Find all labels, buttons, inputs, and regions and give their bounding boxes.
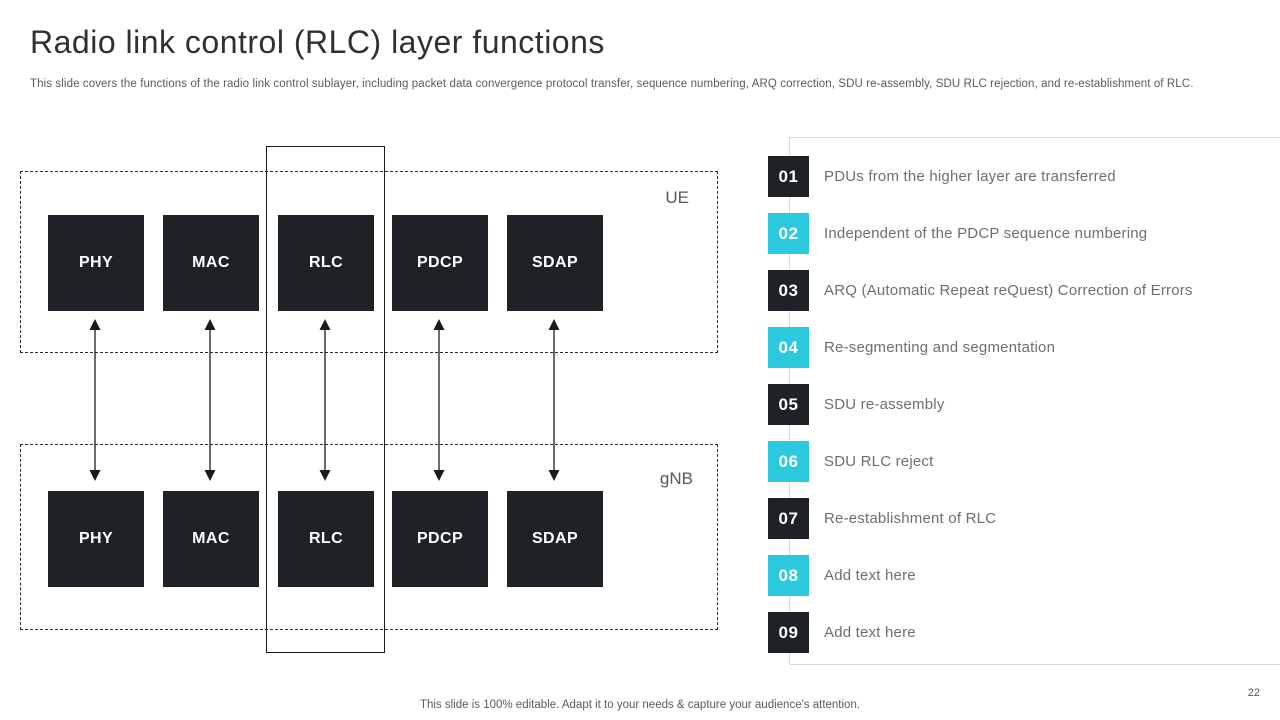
item-text: Add text here bbox=[824, 567, 916, 584]
gnb-group-box: gNB PHY MAC RLC PDCP SDAP bbox=[20, 444, 718, 630]
list-item: 04 Re-segmenting and segmentation bbox=[768, 327, 1193, 368]
ue-layer-mac: MAC bbox=[163, 215, 259, 311]
list-item: 02 Independent of the PDCP sequence numb… bbox=[768, 213, 1193, 254]
function-list: 01 PDUs from the higher layer are transf… bbox=[768, 156, 1193, 653]
item-number-badge: 03 bbox=[768, 270, 809, 311]
gnb-layer-mac: MAC bbox=[163, 491, 259, 587]
ue-group-box: UE PHY MAC RLC PDCP SDAP bbox=[20, 171, 718, 353]
item-number-badge: 04 bbox=[768, 327, 809, 368]
list-item: 05 SDU re-assembly bbox=[768, 384, 1193, 425]
item-number-badge: 02 bbox=[768, 213, 809, 254]
item-number-badge: 08 bbox=[768, 555, 809, 596]
list-item: 08 Add text here bbox=[768, 555, 1193, 596]
gnb-layer-phy: PHY bbox=[48, 491, 144, 587]
item-number-badge: 06 bbox=[768, 441, 809, 482]
item-number-badge: 07 bbox=[768, 498, 809, 539]
list-item: 09 Add text here bbox=[768, 612, 1193, 653]
item-text: SDU re-assembly bbox=[824, 396, 945, 413]
list-item: 07 Re-establishment of RLC bbox=[768, 498, 1193, 539]
item-number-badge: 05 bbox=[768, 384, 809, 425]
page-number: 22 bbox=[1247, 687, 1260, 699]
ue-layer-phy: PHY bbox=[48, 215, 144, 311]
item-text: ARQ (Automatic Repeat reQuest) Correctio… bbox=[824, 282, 1193, 299]
footer-note: This slide is 100% editable. Adapt it to… bbox=[419, 699, 861, 711]
list-item: 03 ARQ (Automatic Repeat reQuest) Correc… bbox=[768, 270, 1193, 311]
list-connector-bottom-line bbox=[789, 664, 1280, 665]
item-text: Add text here bbox=[824, 624, 916, 641]
item-text: SDU RLC reject bbox=[824, 453, 934, 470]
gnb-label: gNB bbox=[659, 469, 693, 488]
item-text: Re-establishment of RLC bbox=[824, 510, 997, 527]
list-item: 06 SDU RLC reject bbox=[768, 441, 1193, 482]
item-number-badge: 09 bbox=[768, 612, 809, 653]
item-text: Independent of the PDCP sequence numberi… bbox=[824, 225, 1148, 242]
gnb-layer-rlc: RLC bbox=[278, 491, 374, 587]
gnb-layer-pdcp: PDCP bbox=[392, 491, 488, 587]
gnb-layer-sdap: SDAP bbox=[507, 491, 603, 587]
ue-layer-sdap: SDAP bbox=[507, 215, 603, 311]
item-text: PDUs from the higher layer are transferr… bbox=[824, 168, 1116, 185]
item-number-badge: 01 bbox=[768, 156, 809, 197]
item-text: Re-segmenting and segmentation bbox=[824, 339, 1056, 356]
list-connector-top-line bbox=[789, 137, 1280, 138]
ue-layer-rlc: RLC bbox=[278, 215, 374, 311]
slide-description: This slide covers the functions of the r… bbox=[30, 78, 1194, 90]
ue-label: UE bbox=[665, 188, 689, 207]
page-title: Radio link control (RLC) layer functions bbox=[30, 24, 605, 60]
ue-layer-pdcp: PDCP bbox=[392, 215, 488, 311]
list-item: 01 PDUs from the higher layer are transf… bbox=[768, 156, 1193, 197]
